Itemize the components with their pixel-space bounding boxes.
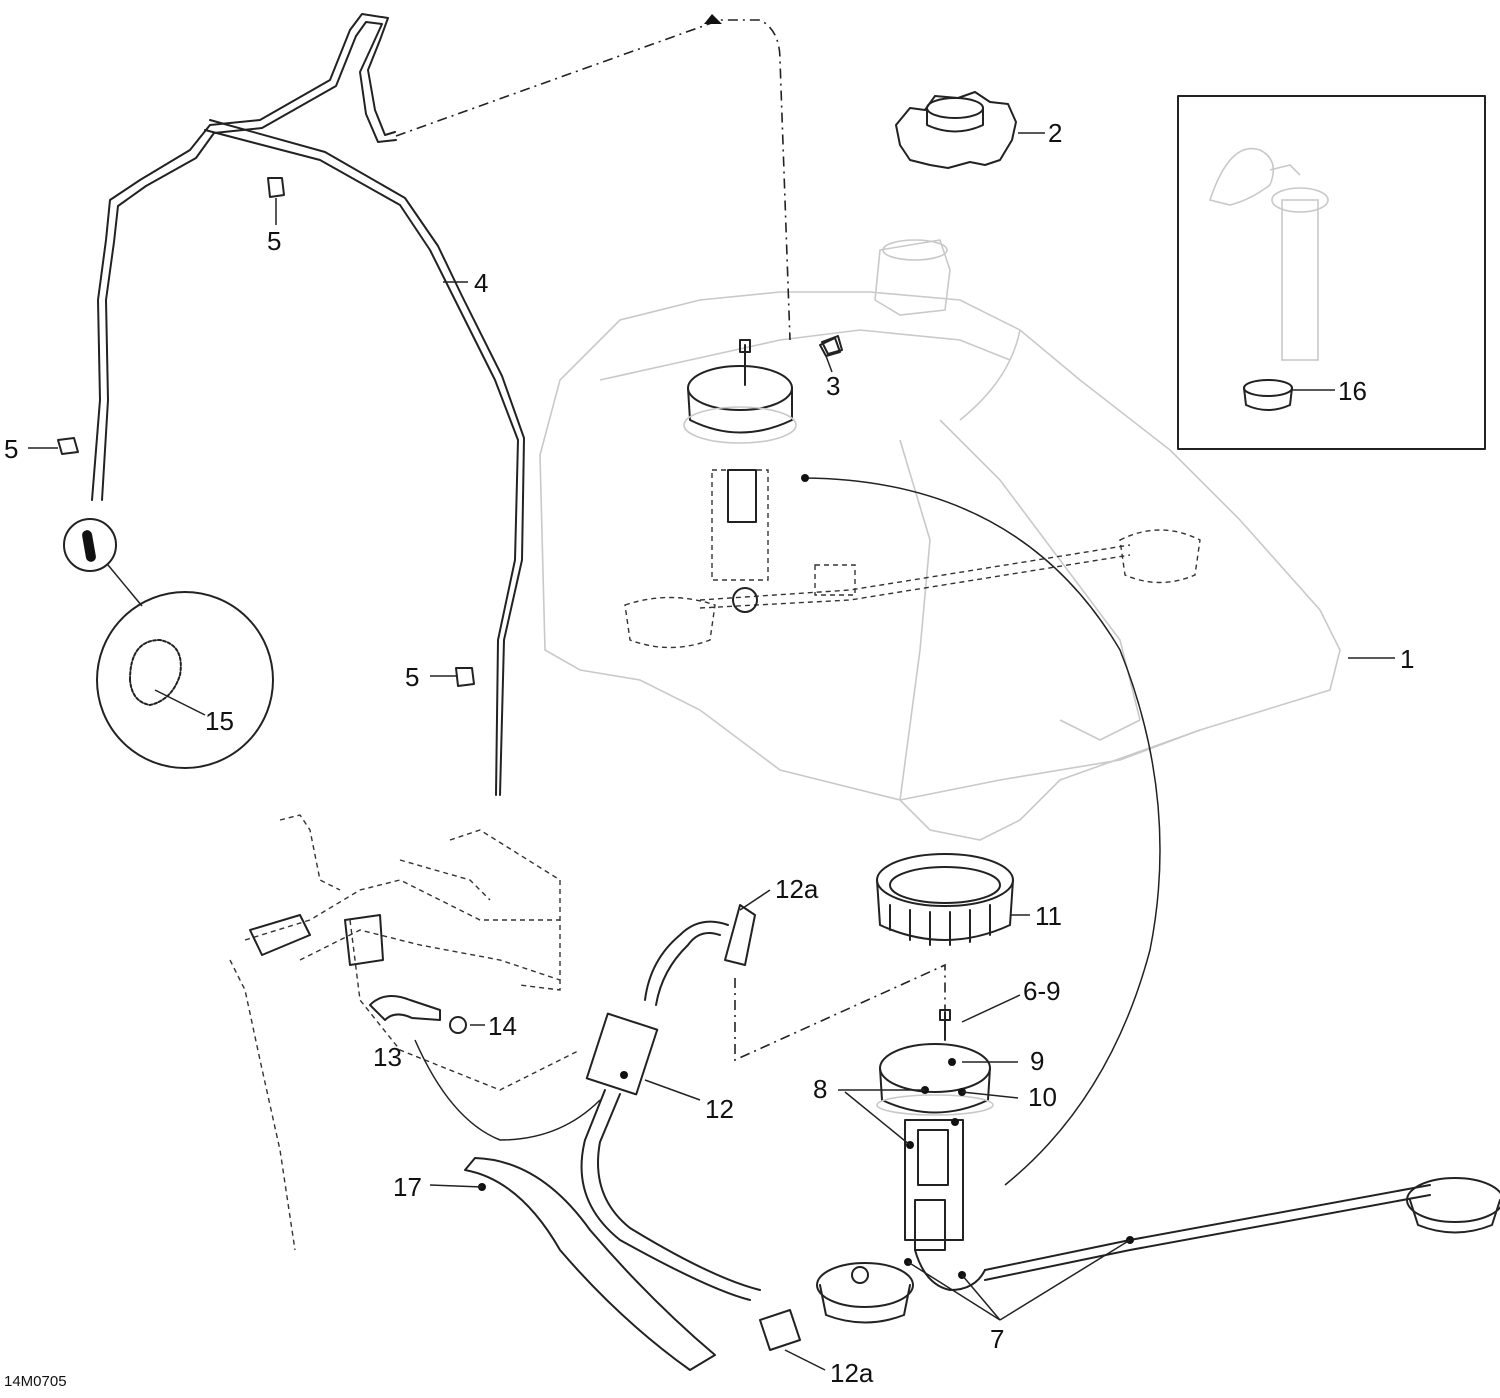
callout-7: 7 (990, 1324, 1004, 1354)
callout-14: 14 (488, 1011, 517, 1041)
callout-15: 15 (205, 706, 234, 736)
hose-strap (369, 995, 467, 1034)
callout-5-top: 5 (267, 226, 281, 256)
callout-13: 13 (373, 1042, 402, 1072)
callout-8: 8 (813, 1074, 827, 1104)
callout-3: 3 (826, 371, 840, 401)
fuel-hose-with-filter (580, 904, 801, 1351)
callout-9: 9 (1030, 1046, 1044, 1076)
clip-detail-callout (63, 518, 274, 769)
callout-labels: 1 2 3 4 5 5 5 6-9 7 8 9 10 11 12 12a 12a… (4, 118, 1414, 1390)
vent-hose (91, 13, 525, 796)
callout-4: 4 (474, 268, 488, 298)
hose-clip (57, 177, 843, 687)
filler-hose (464, 1157, 716, 1371)
assembly-line (734, 963, 946, 1062)
fuel-pump-module (816, 1009, 1500, 1324)
callout-17: 17 (393, 1172, 422, 1202)
callout-1: 1 (1400, 644, 1414, 674)
callout-16: 16 (1338, 376, 1367, 406)
fuel-cap (895, 91, 1017, 169)
arrowhead-icon (704, 14, 722, 24)
callout-2: 2 (1048, 118, 1062, 148)
locking-ring (876, 853, 1014, 946)
callout-6-9: 6-9 (1023, 976, 1061, 1006)
callout-12a-bottom: 12a (830, 1358, 874, 1388)
leader-lines (28, 132, 1395, 1371)
callout-11: 11 (1035, 901, 1062, 931)
fuel-tank (539, 239, 1341, 841)
callout-12a-top: 12a (775, 874, 819, 904)
inset-box (1177, 95, 1486, 450)
diagram-code: 14M0705 (4, 1373, 67, 1390)
callout-10: 10 (1028, 1082, 1057, 1112)
frame-bracket (229, 814, 581, 1251)
callout-5-right: 5 (405, 662, 419, 692)
pump-connection-arc (804, 477, 1161, 1186)
callout-12: 12 (705, 1094, 734, 1124)
callout-5-left: 5 (4, 434, 18, 464)
vent-route-line (395, 19, 791, 341)
fuel-pump-ghost-in-tank (624, 337, 1201, 649)
